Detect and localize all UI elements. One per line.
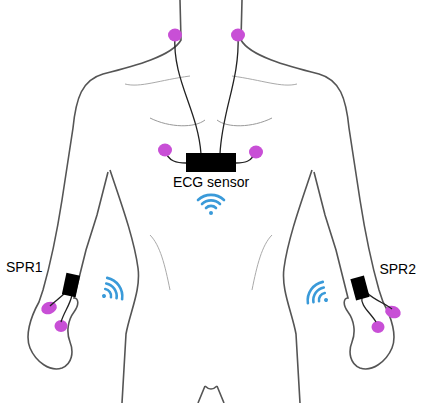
spr1-wires [50,292,72,322]
leg-inner [198,386,224,403]
body-outline-left [28,0,205,403]
wireless-icon [95,275,126,308]
electrodes [39,29,402,334]
body-outline-right [217,0,394,403]
ecg-wires [165,35,255,163]
spr1-box [62,273,80,297]
label: ECG sensor [173,175,249,190]
wireless-icon [304,279,335,312]
ecg-sensor-box [186,153,236,172]
label: SPR2 [379,262,416,277]
wireless-icon [198,195,224,215]
label: SPR1 [6,260,43,275]
spr2-box [350,276,369,301]
